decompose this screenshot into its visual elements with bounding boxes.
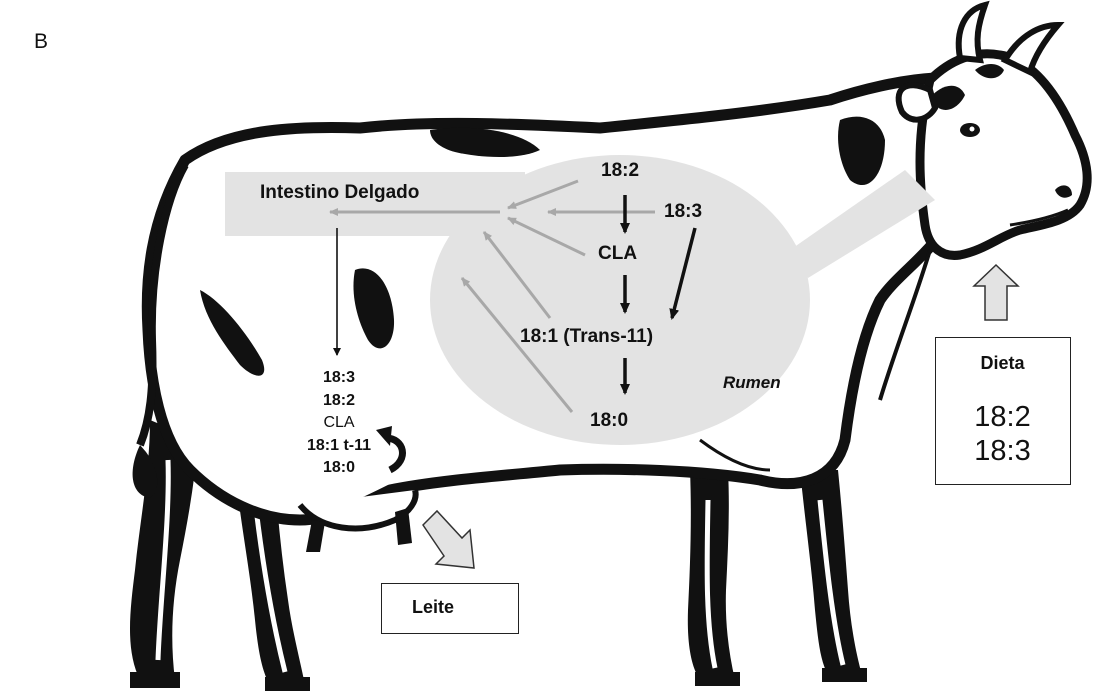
diet-item-18-2: 18:2: [936, 400, 1069, 434]
milk-box: Leite: [381, 583, 519, 634]
trans11-label: 18:1 (Trans-11): [520, 326, 653, 348]
cla-label: CLA: [598, 243, 637, 265]
panel-letter: B: [34, 30, 48, 54]
list-item: 18:1 t-11: [303, 435, 375, 458]
milk-title: Leite: [412, 597, 454, 618]
milk-down-arrow: [423, 511, 474, 568]
list-item: 18:3: [303, 367, 375, 390]
small-intestine-label: Intestino Delgado: [260, 182, 419, 204]
list-item: CLA: [303, 412, 375, 435]
fa-18-0-label: 18:0: [590, 410, 628, 432]
cow-ear: [899, 85, 935, 119]
diet-up-arrow: [974, 265, 1018, 320]
list-item: 18:2: [303, 390, 375, 413]
cow-head: [920, 54, 1087, 256]
cow-horn: [1005, 25, 1058, 72]
udder-fatty-acid-list: 18:3 18:2 CLA 18:1 t-11 18:0: [303, 367, 375, 480]
fa-18-2-label: 18:2: [601, 160, 639, 182]
rumen-zone: [430, 155, 810, 445]
diet-item-18-3: 18:3: [936, 434, 1069, 468]
diet-box: Dieta 18:2 18:3: [935, 337, 1071, 485]
list-item: 18:0: [303, 457, 375, 480]
rumen-label: Rumen: [723, 373, 781, 393]
fa-18-3-label: 18:3: [664, 201, 702, 223]
cow-horn: [959, 5, 985, 60]
cow-leg-front-right: [800, 470, 862, 675]
diet-title: Dieta: [936, 353, 1069, 374]
